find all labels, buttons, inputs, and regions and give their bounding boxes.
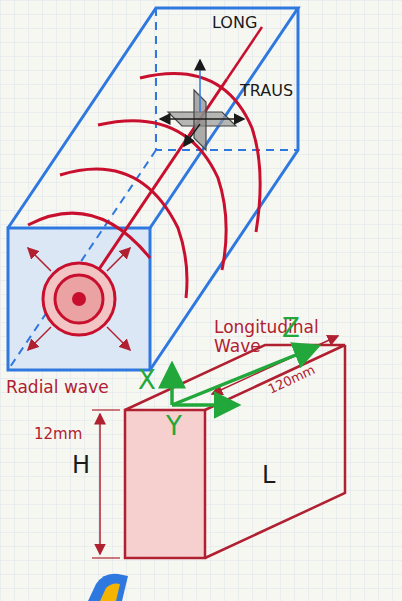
- dimension-symbol: L: [262, 462, 275, 488]
- wave-label: Longitudinal Wave: [214, 318, 324, 355]
- axis-label: Z: [282, 314, 300, 343]
- axis-label: X: [138, 366, 156, 395]
- wave-label: Radial wave: [6, 378, 109, 397]
- dimension-label: 12mm: [34, 426, 82, 443]
- axis-label: Y: [166, 412, 182, 441]
- plane-label: TRAUS: [240, 82, 293, 100]
- dimension-symbol: H: [72, 452, 90, 478]
- plane-label: LONG: [212, 14, 257, 32]
